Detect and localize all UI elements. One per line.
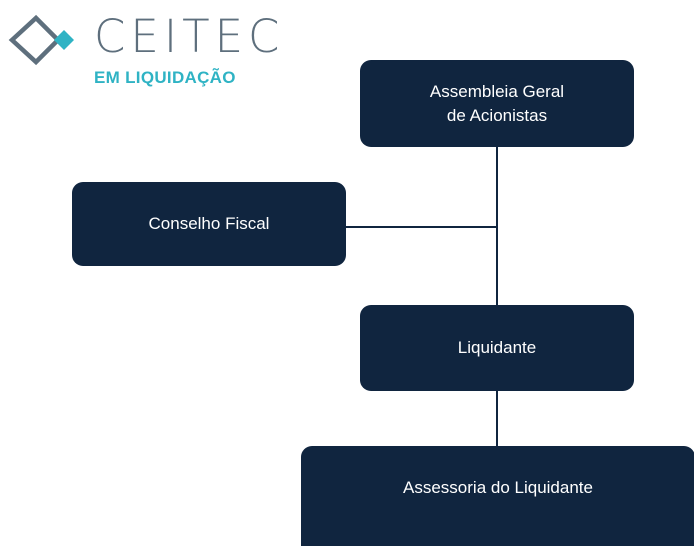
node-conselho-fiscal-label: Conselho Fiscal (148, 214, 270, 234)
node-conselho-fiscal: Conselho Fiscal (72, 182, 346, 266)
ceitec-diamond-logo-icon (8, 14, 74, 66)
logo-wordmark: CEITEC (94, 10, 285, 63)
logo-subtitle: EM LIQUIDAÇÃO (94, 68, 236, 87)
node-assessoria-liquidante: Assessoria do Liquidante (301, 446, 694, 546)
node-assembleia-label: Assembleia Geral de Acionistas (429, 81, 565, 125)
node-assembleia-geral: Assembleia Geral de Acionistas (360, 60, 634, 147)
node-liquidante-label: Liquidante (457, 338, 537, 358)
ceitec-logo: CEITEC EM LIQUIDAÇÃO (6, 10, 306, 100)
node-assessoria-label: Assessoria do Liquidante (403, 478, 593, 498)
node-liquidante: Liquidante (360, 305, 634, 391)
